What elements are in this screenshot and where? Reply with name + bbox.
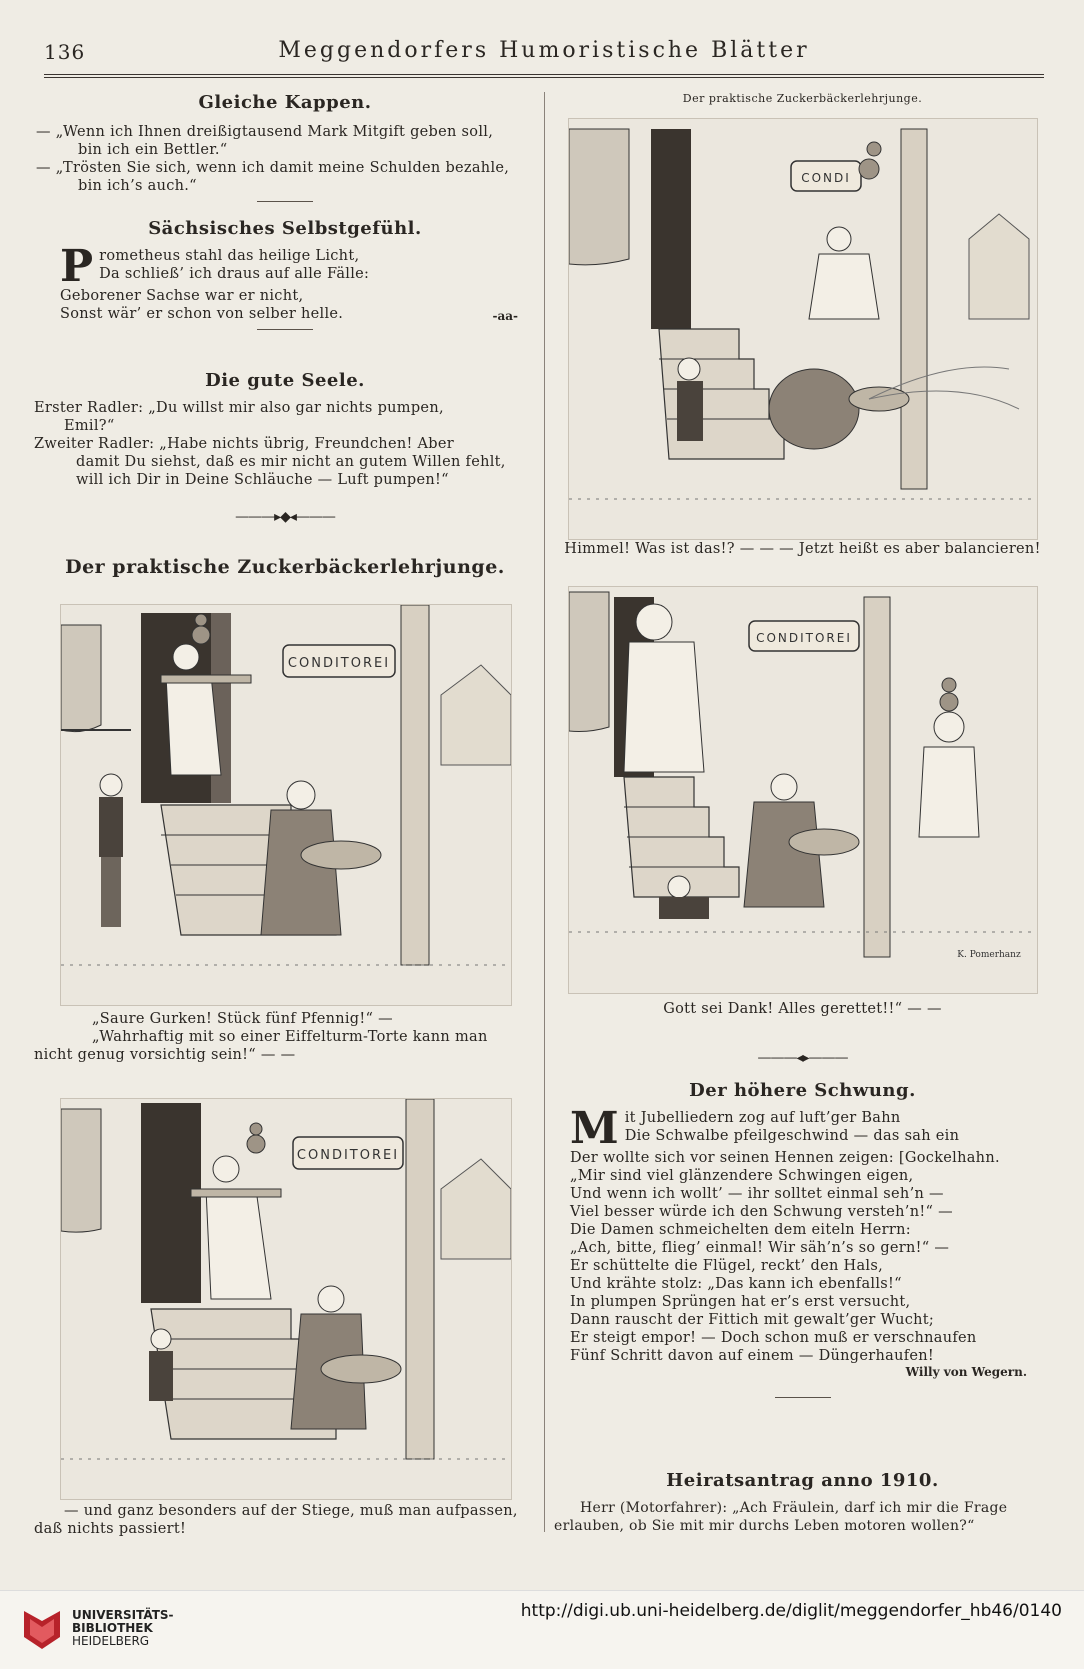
text-line: rometheus stahl das heilige Licht, <box>99 248 360 264</box>
sign-text: CONDITOREI <box>297 1148 399 1163</box>
ornament-divider: ———◂▸——— <box>757 1050 848 1066</box>
illustration-drawing: CONDITOREI <box>61 605 511 1005</box>
section-title: Sächsisches Selbstgefühl. <box>148 218 422 239</box>
caption-line: Gott sei Dank! Alles gerettet!!“ — — <box>663 1001 942 1017</box>
header-rule <box>44 77 1044 78</box>
text-line: Der wollte sich vor seinen Hennen zeigen… <box>570 1150 1000 1166</box>
text-line: Und wenn ich wollt’ — ihr solltet einmal… <box>570 1186 944 1202</box>
library-name-line: BIBLIOTHEK <box>72 1621 153 1635</box>
section-gleiche-kappen: Gleiche Kappen. — „Wenn ich Ihnen dreißi… <box>30 92 540 202</box>
text-line: Geborener Sachse war er nicht, <box>60 288 304 304</box>
caption-line: „Saure Gurken! Stück fünf Pfennig!“ — <box>92 1011 393 1027</box>
text-line: Emil?“ <box>64 418 115 434</box>
text-line: „Mir sind viel glänzendere Schwingen eig… <box>570 1168 914 1184</box>
illustration-panel-3: CONDI <box>568 118 1038 540</box>
separator <box>257 201 313 202</box>
section-title: Heiratsantrag anno 1910. <box>666 1470 939 1491</box>
text-line: — „Trösten Sie sich, wenn ich damit mein… <box>36 160 510 176</box>
text-line: Er steigt empor! — Doch schon muß er ver… <box>570 1330 977 1346</box>
library-name: UNIVERSITÄTS- BIBLIOTHEK HEIDELBERG <box>72 1609 174 1648</box>
text-line: Und krähte stolz: „Das kann ich ebenfall… <box>570 1276 902 1292</box>
section-saechsisches: Sächsisches Selbstgefühl. P rometheus st… <box>30 218 540 330</box>
section-zucker-title: Der praktische Zuckerbäckerlehrjunge. <box>30 556 540 578</box>
university-logo <box>20 1607 64 1653</box>
running-title: Meggendorfers Humoristische Blätter <box>278 38 810 63</box>
section-title: Die gute Seele. <box>205 370 365 391</box>
artist-signature: K. Pomerhanz <box>957 950 1021 960</box>
right-top-caption: Der praktische Zuckerbäckerlehrjunge. <box>550 92 1055 105</box>
caption-4: Gott sei Dank! Alles gerettet!!“ — — <box>550 1000 1055 1018</box>
caption-3: Himmel! Was ist das!? — — — Jetzt heißt … <box>550 540 1055 558</box>
column-divider <box>544 92 545 1532</box>
library-name-line: UNIVERSITÄTS- <box>72 1608 174 1622</box>
text-line: erlauben, ob Sie mit mir durchs Leben mo… <box>554 1518 975 1534</box>
caption-line: Himmel! Was ist das!? — — — Jetzt heißt … <box>564 541 1041 557</box>
caption-2: — und ganz besonders auf der Stiege, muß… <box>30 1502 540 1538</box>
illustration-drawing: CONDITOREI K. Pomerhanz <box>569 587 1037 993</box>
text-line: Sonst wär’ er schon von selber helle. <box>60 306 344 322</box>
section-title: Der praktische Zuckerbäckerlehrjunge. <box>65 556 505 578</box>
drop-cap: M <box>570 1103 619 1154</box>
small-caption: Der praktische Zuckerbäckerlehrjunge. <box>682 92 923 105</box>
section-title: Der höhere Schwung. <box>689 1080 916 1101</box>
text-line: Zweiter Radler: „Habe nichts übrig, Freu… <box>34 436 454 452</box>
section-gute-seele: Die gute Seele. Erster Radler: „Du wills… <box>30 370 540 525</box>
text-line: damit Du siehst, daß es mir nicht an gut… <box>76 454 506 470</box>
caption-line: daß nichts passiert! <box>34 1521 187 1537</box>
header-rule <box>44 74 1044 75</box>
illustration-panel-2: CONDITOREI <box>60 1098 512 1500</box>
text-line: Er schüttelte die Flügel, reckt’ den Hal… <box>570 1258 883 1274</box>
text-line: bin ich ein Bettler.“ <box>78 142 228 158</box>
text-line: Da schließ’ ich draus auf alle Fälle: <box>99 266 370 282</box>
signature: -aa- <box>492 309 518 323</box>
text-line: Viel besser würde ich den Schwung verste… <box>570 1204 953 1220</box>
sign-text: CONDITOREI <box>288 656 390 671</box>
text-line: Fünf Schritt davon auf einem — Düngerhau… <box>570 1348 935 1364</box>
text-line: Erster Radler: „Du willst mir also gar n… <box>34 400 444 416</box>
caption-1: „Saure Gurken! Stück fünf Pfennig!“ — „W… <box>30 1010 540 1064</box>
section-heiratsantrag: Heiratsantrag anno 1910. Herr (Motorfahr… <box>550 1470 1055 1535</box>
caption-line: — und ganz besonders auf der Stiege, muß… <box>64 1503 518 1519</box>
text-line: „Ach, bitte, flieg’ einmal! Wir säh’n’s … <box>570 1240 950 1256</box>
section-title: Gleiche Kappen. <box>198 92 372 113</box>
illustration-drawing: CONDITOREI <box>61 1099 511 1499</box>
separator <box>774 1397 831 1398</box>
text-line: Herr (Motorfahrer): „Ach Fräulein, darf … <box>580 1500 1008 1516</box>
text-line: bin ich’s auch.“ <box>78 178 197 194</box>
page-header: 136 Meggendorfers Humoristische Blätter <box>44 38 1044 68</box>
sign-text: CONDITOREI <box>756 631 852 645</box>
section-hoehere-schwung: Der höhere Schwung. M it Jubelliedern zo… <box>550 1080 1055 1398</box>
source-url-link[interactable]: http://digi.ub.uni-heidelberg.de/diglit/… <box>520 1601 1062 1621</box>
library-name-line: HEIDELBERG <box>72 1634 150 1648</box>
text-line: — „Wenn ich Ihnen dreißigtausend Mark Mi… <box>36 124 494 140</box>
separator <box>257 329 313 330</box>
page-number: 136 <box>44 40 86 64</box>
text-line: Die Damen schmeichelten dem eiteln Herrn… <box>570 1222 911 1238</box>
caption-line: „Wahrhaftig mit so einer Eiffelturm-Tort… <box>92 1029 488 1045</box>
right-ornament: ———◂▸——— <box>550 1050 1055 1066</box>
drop-cap: P <box>60 241 94 292</box>
text-line: Dann rauscht der Fittich mit gewalt’ger … <box>570 1312 935 1328</box>
text-line: Die Schwalbe pfeilgeschwind — das sah ei… <box>624 1128 960 1144</box>
illustration-panel-1: CONDITOREI <box>60 604 512 1006</box>
scanned-page: 136 Meggendorfers Humoristische Blätter … <box>30 38 1055 1538</box>
text-line: In plumpen Sprüngen hat er’s erst versuc… <box>570 1294 911 1310</box>
text-line: it Jubelliedern zog auf luft’ger Bahn <box>624 1110 901 1126</box>
illustration-panel-4: CONDITOREI K. Pomerhanz <box>568 586 1038 994</box>
illustration-drawing: CONDI <box>569 119 1037 539</box>
text-line: will ich Dir in Deine Schläuche — Luft p… <box>76 472 449 488</box>
signature: Willy von Wegern. <box>905 1365 1027 1379</box>
ornament-divider: ———▸◆◂——— <box>235 509 336 525</box>
library-footer: UNIVERSITÄTS- BIBLIOTHEK HEIDELBERG http… <box>0 1590 1084 1669</box>
sign-text: CONDI <box>801 171 851 185</box>
caption-line: nicht genug vorsichtig sein!“ — — <box>34 1047 296 1063</box>
